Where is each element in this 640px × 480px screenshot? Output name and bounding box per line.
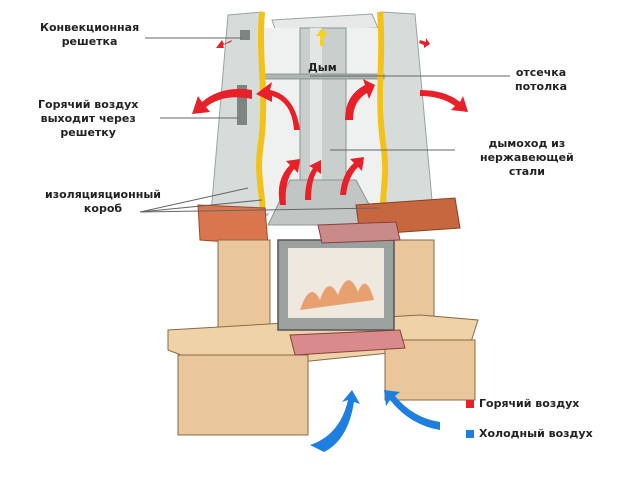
- leader-lines: [139, 37, 510, 213]
- legend-hot-air: Горячий воздух: [466, 397, 579, 410]
- label-hot-air-exit: Горячий воздух выходит через решетку: [38, 98, 138, 140]
- hot-air-arrow: [345, 79, 375, 120]
- label-ceiling-cutoff: отсечка потолка: [515, 66, 567, 94]
- cold-air-arrow: [310, 390, 360, 452]
- label-insulation-box: изоляцияционный короб: [45, 188, 161, 216]
- legend-label: Горячий воздух: [479, 397, 580, 410]
- insulation-left: [256, 11, 267, 236]
- label-line: решетку: [60, 126, 116, 139]
- hot-air-arrows: [192, 38, 468, 205]
- leader-line: [139, 199, 263, 213]
- insulation-right: [377, 11, 389, 221]
- label-line: выходит через: [40, 112, 136, 125]
- label-line: стали: [508, 165, 545, 178]
- cold-air-arrows: [310, 390, 440, 452]
- convection-grille-top: [240, 30, 250, 40]
- stone-pillar-left: [217, 239, 271, 341]
- label-line: нержавеющей: [480, 151, 574, 164]
- label-line: Горячий воздух: [38, 98, 139, 111]
- hot-air-arrow: [216, 40, 232, 48]
- fire-flames: [300, 280, 374, 310]
- cold-air-arrow: [384, 390, 440, 430]
- stone-base-left: [177, 354, 309, 436]
- casing-right-panel: [379, 11, 433, 209]
- label-line: решетка: [61, 35, 118, 48]
- label-smoke: Дым: [308, 61, 337, 74]
- legend-swatch-hot: [466, 399, 474, 408]
- label-line: отсечка: [515, 66, 567, 79]
- smoke-arrow: [316, 28, 328, 46]
- hot-air-arrow: [340, 157, 364, 195]
- label-line: дымоход из: [488, 137, 566, 150]
- hot-air-arrow: [305, 160, 321, 200]
- legend-cold-air: Холодный воздух: [466, 427, 593, 440]
- label-line: Конвекционная: [40, 21, 140, 34]
- hot-air-arrow: [278, 159, 300, 205]
- label-steel-chimney: дымоход из нержавеющей стали: [480, 137, 574, 179]
- leader-line: [139, 207, 381, 213]
- hot-air-arrow: [192, 88, 252, 114]
- hot-air-arrow: [256, 82, 300, 130]
- stone-base-right: [384, 339, 476, 401]
- legend-swatch-cold: [466, 429, 474, 438]
- label-line: потолка: [515, 80, 568, 93]
- legend-label: Холодный воздух: [479, 427, 593, 440]
- label-line: короб: [83, 202, 123, 215]
- convection-grille-side: [237, 85, 247, 125]
- leader-line: [139, 187, 249, 213]
- firebox-brick-arch: [317, 221, 401, 244]
- label-line: изоляцияционный: [45, 188, 161, 201]
- hot-air-arrow: [419, 38, 430, 48]
- label-convection-grille: Конвекционная решетка: [40, 21, 139, 49]
- hot-air-arrow: [420, 90, 468, 112]
- hearth-bricks: [289, 329, 406, 356]
- steel-chimney: [299, 27, 347, 189]
